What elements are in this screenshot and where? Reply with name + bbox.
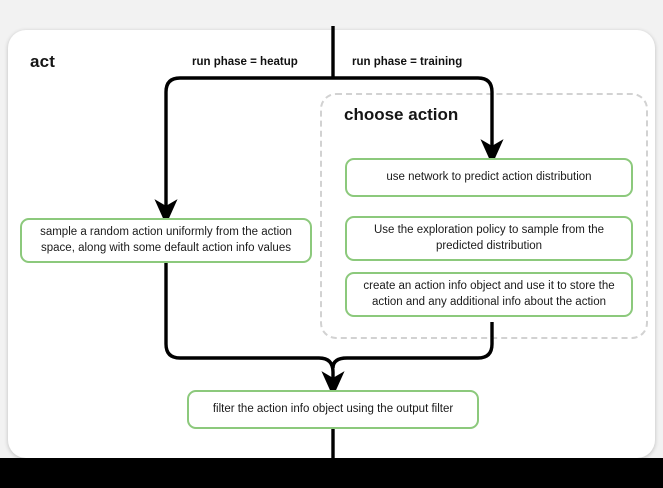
node-exploration-policy-sample[interactable]: Use the exploration policy to sample fro…	[345, 216, 633, 261]
node-create-action-info[interactable]: create an action info object and use it …	[345, 272, 633, 317]
branch-label-heatup: run phase = heatup	[192, 56, 298, 68]
act-lane-title: act	[30, 52, 56, 71]
node-use-network-predict[interactable]: use network to predict action distributi…	[345, 158, 633, 197]
viewport-bottom-cutoff	[0, 458, 663, 488]
node-filter-action-info[interactable]: filter the action info object using the …	[187, 390, 479, 429]
choose-action-group-title: choose action	[344, 105, 459, 124]
branch-label-training: run phase = training	[352, 56, 463, 68]
node-heatup-sample-action[interactable]: sample a random action uniformly from th…	[20, 218, 312, 263]
